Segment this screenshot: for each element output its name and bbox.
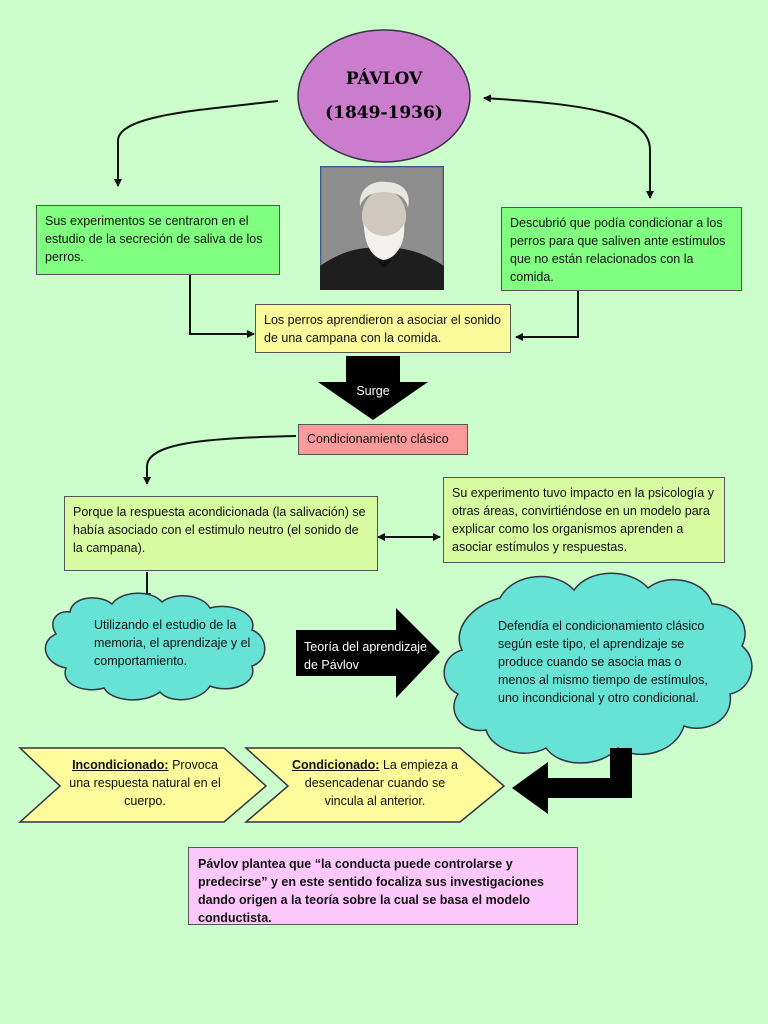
porque-text: Porque la respuesta acondicionada (la sa…: [73, 505, 366, 555]
incondicionado-text: Incondicionado: Provoca una respuesta na…: [62, 756, 228, 810]
arrow-classic-to-porque: [143, 435, 297, 485]
condicionado-text: Condicionado: La empieza a desencadenar …: [290, 756, 460, 810]
arrow-title-to-right: [483, 94, 654, 199]
condicionado-desc: La empieza a desencadenar cuando se vinc…: [304, 758, 459, 808]
cloud-left-text: Utilizando el estudio de la memoria, el …: [94, 618, 251, 668]
cloud-right-text: Defendía el condicionamiento clásico seg…: [498, 619, 708, 705]
experiment-saliva-text: Sus experimentos se centraron en el estu…: [45, 214, 263, 264]
surge-arrow-shape: [318, 356, 428, 420]
arrow-right-to-middle: [515, 290, 579, 341]
incondicionado-label: Incondicionado:: [72, 758, 169, 772]
bent-arrow-shape: [512, 748, 632, 814]
final-conclusion-box: Pávlov plantea que “la conducta puede co…: [188, 847, 578, 925]
surge-label: Surge: [356, 384, 390, 398]
title-ellipse: [297, 29, 471, 163]
cloud-left-shape: [44, 592, 266, 701]
teoria-arrow-shape: [296, 608, 440, 698]
dogs-learned-box: Los perros aprendieron a asociar el soni…: [255, 304, 511, 353]
experiment-saliva-box: Sus experimentos se centraron en el estu…: [36, 205, 280, 275]
porque-box: Porque la respuesta acondicionada (la sa…: [64, 496, 378, 571]
impacto-box: Su experimento tuvo impacto en la psicol…: [443, 477, 725, 563]
discovery-conditioning-box: Descubrió que podía condicionar a los pe…: [501, 207, 742, 291]
arrow-title-to-left: [114, 100, 279, 187]
chevron-incondicionado: [18, 747, 268, 823]
dogs-learned-text: Los perros aprendieron a asociar el soni…: [264, 313, 501, 345]
teoria-label: Teoría del aprendizaje de Pávlov: [304, 640, 427, 672]
classic-conditioning-text: Condicionamiento clásico: [307, 432, 449, 446]
chevron-condicionado: [243, 747, 506, 823]
discovery-conditioning-text: Descubrió que podía condicionar a los pe…: [510, 216, 726, 284]
impacto-text: Su experimento tuvo impacto en la psicol…: [452, 486, 714, 554]
condicionado-label: Condicionado:: [291, 758, 380, 772]
portrait-photo-icon: [320, 166, 444, 290]
final-conclusion-text: Pávlov plantea que “la conducta puede co…: [198, 857, 544, 925]
classic-conditioning-box: Condicionamiento clásico: [298, 424, 468, 455]
incondicionado-desc: Provoca una respuesta natural en el cuer…: [69, 758, 221, 808]
cloud-right-shape: [443, 572, 753, 764]
arrow-left-to-middle: [189, 274, 255, 338]
